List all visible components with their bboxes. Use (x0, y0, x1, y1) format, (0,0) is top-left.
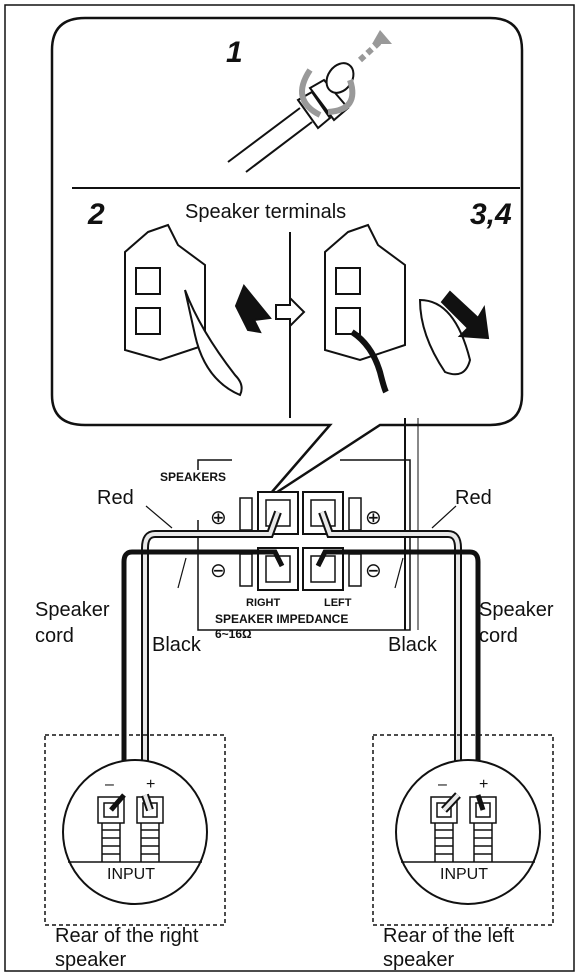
impedance-value: 6~16Ω (215, 627, 252, 641)
step-1-number: 1 (226, 36, 243, 69)
minus-right-symbol: ⊖ (365, 560, 382, 582)
left-speaker-minus: – (438, 776, 447, 793)
caption-left-speaker-2: speaker (383, 949, 455, 971)
black-label-right: Black (388, 634, 437, 656)
caption-right-speaker-1: Rear of the right (55, 925, 199, 947)
terminal-press-illustration (124, 223, 306, 397)
plus-left-symbol: ⊕ (210, 507, 227, 529)
speaker-cord-label-right-2: cord (479, 625, 518, 647)
right-speaker-minus: – (105, 776, 114, 793)
step-2-number: 2 (88, 198, 105, 231)
callout-bubble (50, 16, 524, 502)
left-channel-label: LEFT (324, 597, 352, 609)
speakers-label: SPEAKERS (160, 470, 227, 484)
back-panel (197, 418, 419, 631)
left-speaker-rear (372, 734, 554, 926)
black-wires (121, 549, 481, 795)
red-label-left: Red (97, 487, 134, 509)
right-speaker-wire-ends (109, 793, 154, 812)
speaker-terminals-label: Speaker terminals (185, 201, 347, 223)
twisted-cord-illustration (227, 30, 392, 173)
red-label-right: Red (455, 487, 492, 509)
impedance-label: SPEAKER IMPEDANCE (215, 612, 349, 626)
plus-right-symbol: ⊕ (365, 507, 382, 529)
caption-left-speaker-1: Rear of the left (383, 925, 515, 947)
caption-right-speaker-2: speaker (55, 949, 127, 971)
right-speaker-input-label: INPUT (107, 866, 155, 883)
outer-frame (4, 4, 575, 972)
speaker-cord-label-left-1: Speaker (35, 599, 110, 621)
speaker-cord-label-left-2: cord (35, 625, 74, 647)
step-3-4-number: 3,4 (470, 198, 512, 231)
right-speaker-plus: + (146, 776, 156, 793)
right-channel-label: RIGHT (246, 597, 281, 609)
black-label-left: Black (152, 634, 201, 656)
right-speaker-rear (44, 734, 226, 926)
leader-lines (145, 505, 457, 589)
minus-left-symbol: ⊖ (210, 560, 227, 582)
red-wires (141, 510, 462, 795)
speaker-cord-label-right-1: Speaker (479, 599, 554, 621)
terminal-block (239, 491, 362, 591)
left-speaker-wire-ends (441, 792, 486, 813)
terminal-release-illustration (324, 223, 490, 394)
left-speaker-plus: + (479, 776, 489, 793)
left-speaker-input-label: INPUT (440, 866, 488, 883)
